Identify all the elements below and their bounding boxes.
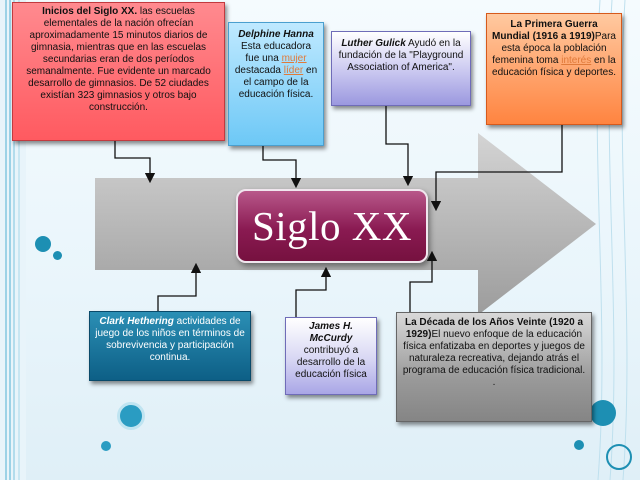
connector-arrow xyxy=(295,266,332,317)
box-decada-anos-veinte: La Década de los Años Veinte (1920 a 192… xyxy=(396,312,592,422)
person-name: Delphine Hanna xyxy=(238,29,314,40)
connector-arrow xyxy=(385,106,414,187)
box-text: las escuelas elementales de la nación of… xyxy=(26,6,211,113)
link-lider[interactable]: líder xyxy=(283,65,304,76)
box-luther-gulick: Luther Gulick Ayudó en la fundación de l… xyxy=(331,31,471,106)
connector-arrow xyxy=(157,262,202,311)
person-name: Luther Gulick xyxy=(341,38,406,49)
box-text: Para esta época la población femenina to… xyxy=(492,31,616,66)
person-name: Clark Hethering xyxy=(99,316,174,327)
decor-circle xyxy=(574,440,584,450)
connector-arrow xyxy=(409,250,438,312)
link-interes[interactable]: interés xyxy=(561,55,592,66)
person-name: James H. McCurdy xyxy=(309,321,353,344)
box-text: El nuevo enfoque de la educación física … xyxy=(402,329,586,376)
connector-arrow xyxy=(262,146,302,189)
central-title: Siglo XX xyxy=(251,203,413,249)
box-text: Ayudó en la fundación de la "Playground … xyxy=(338,38,464,73)
link-mujer[interactable]: mujer xyxy=(281,53,307,64)
box-heading: La Primera Guerra Mundial (1916 a 1919) xyxy=(492,19,598,42)
box-inicios-siglo-xx: Inicios del Siglo XX. las escuelas eleme… xyxy=(12,2,225,141)
box-text: contribuyó a desarrollo de la educación … xyxy=(295,345,367,380)
box-heading: Inicios del Siglo XX. xyxy=(42,6,138,17)
connector-arrow xyxy=(430,125,563,212)
trailing-dot: . xyxy=(492,377,496,388)
connector-arrow xyxy=(114,141,156,184)
box-delphine-hanna: Delphine Hanna Esta educadora fue una mu… xyxy=(228,22,324,146)
box-text: en la educación física y deportes. xyxy=(492,55,616,78)
right-curve xyxy=(621,0,628,480)
central-title-box: Siglo XX xyxy=(236,189,428,263)
decor-circle xyxy=(101,441,111,451)
box-james-mccurdy: James H. McCurdy contribuyó a desarrollo… xyxy=(285,317,377,395)
decor-circle xyxy=(606,444,632,470)
decor-circle xyxy=(53,251,62,260)
box-heading: La Década de los Años Veinte (1920 a 192… xyxy=(404,317,584,340)
box-clark-hethering: Clark Hethering actividades de juego de … xyxy=(89,311,251,381)
box-text: en el campo de la educación física. xyxy=(238,65,318,100)
decor-circle xyxy=(590,400,616,426)
decor-circle xyxy=(117,402,145,430)
box-text: actividades de juego de los niños en tér… xyxy=(95,316,245,363)
box-primera-guerra-mundial: La Primera Guerra Mundial (1916 a 1919)P… xyxy=(486,13,622,125)
box-text: Esta educadora fue una xyxy=(240,41,312,64)
decor-circle xyxy=(35,236,51,252)
box-text: destacada xyxy=(234,65,284,76)
